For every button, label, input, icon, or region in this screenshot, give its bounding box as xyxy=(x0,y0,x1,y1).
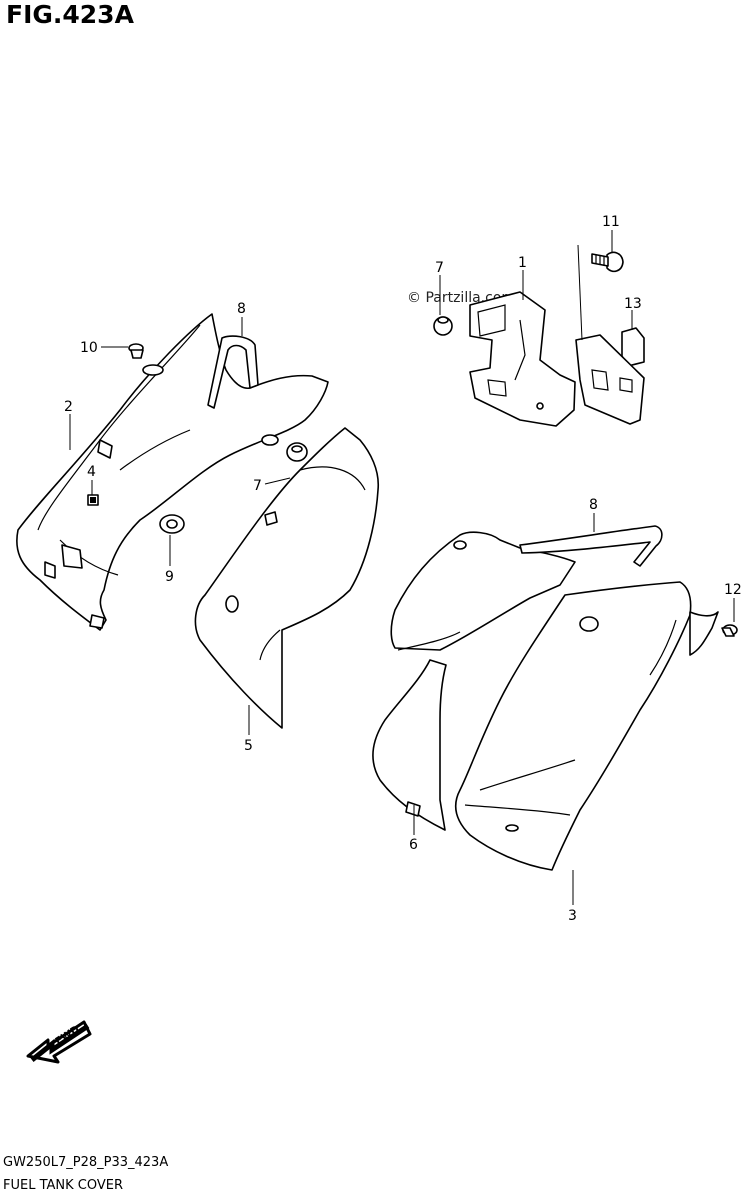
callout-1: 1 xyxy=(518,255,527,271)
callout-10: 10 xyxy=(80,340,98,356)
part-5-left-side-cover[interactable] xyxy=(194,427,380,729)
side-bracket-plate[interactable] xyxy=(575,334,645,425)
callout-8-upper: 8 xyxy=(237,301,246,317)
part-8-right-trim[interactable] xyxy=(519,525,663,567)
callout-12: 12 xyxy=(724,582,742,598)
part-3-right-side-cover[interactable] xyxy=(454,581,719,871)
fwd-arrow-icon: FWD xyxy=(26,1020,92,1064)
callout-13: 13 xyxy=(624,296,642,312)
callout-8-right: 8 xyxy=(589,497,598,513)
callout-7-left: 7 xyxy=(253,478,262,494)
callout-6: 6 xyxy=(409,837,418,853)
part-8-upper-trim[interactable] xyxy=(207,335,259,409)
callout-7-right: 7 xyxy=(435,260,444,276)
leader-lines xyxy=(69,230,735,905)
figure-name: FUEL TANK COVER xyxy=(3,1178,124,1193)
part-10-screw[interactable] xyxy=(128,343,144,359)
part-9-grommet[interactable] xyxy=(159,514,185,534)
part-7-grommet-right[interactable] xyxy=(433,316,453,336)
part-1-bracket[interactable] xyxy=(469,291,576,427)
part-6-inner-panel[interactable] xyxy=(372,531,576,831)
callout-3: 3 xyxy=(568,908,577,924)
callout-4: 4 xyxy=(87,464,96,480)
part-4-nut[interactable] xyxy=(87,494,99,506)
figure-title: FIG.423A xyxy=(6,0,134,29)
callout-5: 5 xyxy=(244,738,253,754)
callout-2: 2 xyxy=(64,399,73,415)
callout-9: 9 xyxy=(165,569,174,585)
callout-11: 11 xyxy=(602,214,620,230)
part-2-left-front-cover[interactable] xyxy=(16,313,329,631)
part-11-bolt[interactable] xyxy=(591,251,624,273)
figure-code: GW250L7_P28_P33_423A xyxy=(3,1155,169,1170)
part-12-screw[interactable] xyxy=(721,624,738,637)
part-7-grommet-left[interactable] xyxy=(286,442,308,462)
